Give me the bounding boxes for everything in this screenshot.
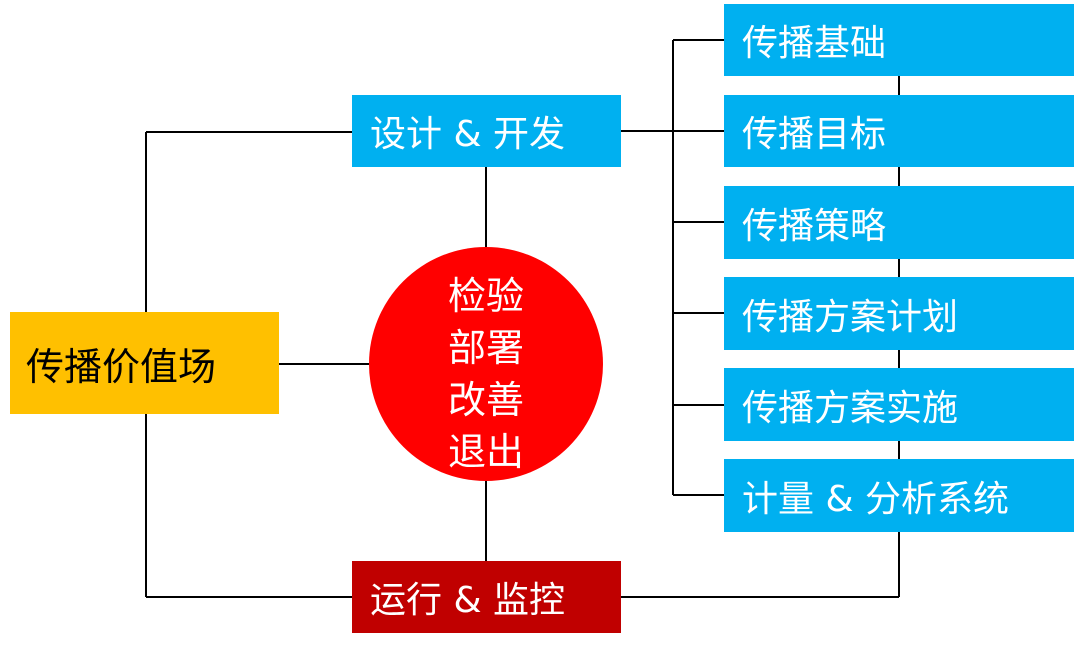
branch-node-implementation: 传播方案实施 <box>724 368 1074 441</box>
hub-label-exit: 退出 <box>447 430 524 474</box>
branch-node-label: 传播方案计划 <box>742 296 959 338</box>
branch-node-label: 传播策略 <box>742 205 887 247</box>
branch-node-label: 计量 & 分析系统 <box>742 478 1009 520</box>
branch-node-label: 传播基础 <box>742 23 887 64</box>
operate-node-label: 运行 & 监控 <box>370 580 565 621</box>
root-node-label: 传播价值场 <box>26 344 217 389</box>
branch-node-label: 传播方案实施 <box>742 387 959 429</box>
branch-node-label: 传播目标 <box>742 114 887 155</box>
hub-labels: 检验 部署 改善 退出 <box>369 270 603 478</box>
hub-label-deploy: 部署 <box>447 326 524 370</box>
branch-node-metrics: 计量 & 分析系统 <box>724 459 1074 532</box>
design-node-label: 设计 & 开发 <box>370 114 565 155</box>
branch-node-strategy: 传播策略 <box>724 186 1074 259</box>
hub-label-improve: 改善 <box>447 378 524 422</box>
root-node: 传播价值场 <box>10 312 279 414</box>
operate-node: 运行 & 监控 <box>352 561 621 633</box>
hub-circle <box>369 247 603 481</box>
hub-label-inspect: 检验 <box>447 274 524 318</box>
branch-node-plan: 传播方案计划 <box>724 277 1074 350</box>
design-node: 设计 & 开发 <box>352 95 621 167</box>
branch-node-foundation: 传播基础 <box>724 4 1074 76</box>
branch-node-goals: 传播目标 <box>724 95 1074 167</box>
